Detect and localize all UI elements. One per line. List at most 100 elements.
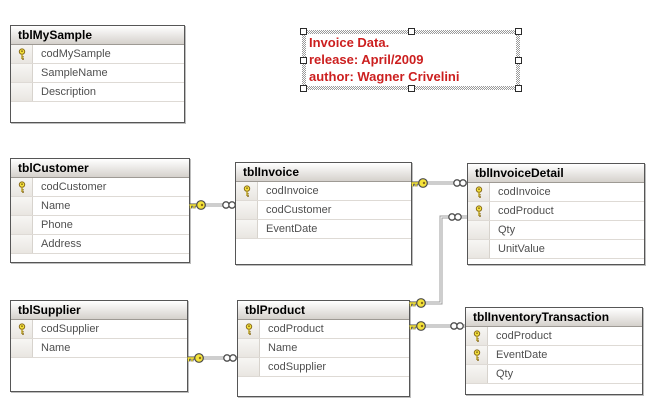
table-title[interactable]: tblCustomer [11, 159, 189, 178]
column-name: codSupplier [268, 361, 327, 373]
rel-invoice-invoicedetail[interactable] [411, 178, 468, 188]
rel-product-invoicedetail[interactable] [409, 213, 468, 308]
column-row-codSupplier[interactable]: codSupplier [11, 320, 187, 339]
key-icon [409, 298, 426, 308]
primary-key-icon [11, 320, 33, 338]
column-name: UnitValue [498, 243, 545, 255]
table-title[interactable]: tblMySample [11, 26, 184, 45]
selection-handle-top-left[interactable] [300, 28, 307, 35]
selection-handle-bottom-left[interactable] [300, 85, 307, 92]
column-name: Description [41, 86, 97, 98]
selection-handle-top-right[interactable] [515, 28, 522, 35]
rel-supplier-product[interactable] [187, 353, 238, 363]
infinity-icon [222, 201, 236, 209]
column-row-codCustomer[interactable]: codCustomer [11, 178, 189, 197]
column-row-Name[interactable]: Name [11, 339, 187, 358]
primary-key-icon [468, 183, 490, 201]
column-name: Address [41, 238, 82, 250]
column-row-Qty[interactable]: Qty [468, 221, 644, 240]
primary-key-icon [466, 327, 488, 345]
primary-key-icon [468, 202, 490, 220]
text-annotation[interactable]: Invoice Data. release: April/2009 author… [300, 28, 522, 92]
key-glyph [18, 180, 25, 193]
selection-handle-top-center[interactable] [408, 28, 415, 35]
column-row-Phone[interactable]: Phone [11, 216, 189, 235]
row-selector-cell [11, 64, 33, 82]
column-name: codProduct [498, 205, 554, 217]
row-selector-cell [11, 339, 33, 357]
annotation-line: Invoice Data. [309, 35, 390, 50]
column-name: codProduct [268, 323, 324, 335]
key-glyph [475, 185, 482, 198]
column-row-codInvoice[interactable]: codInvoice [236, 182, 411, 201]
column-row-codProduct[interactable]: codProduct [468, 202, 644, 221]
primary-key-icon [238, 320, 260, 338]
column-name: codCustomer [41, 181, 107, 193]
column-name: Phone [41, 219, 73, 231]
key-glyph [18, 322, 25, 335]
key-icon [189, 200, 206, 210]
column-name: codCustomer [266, 204, 332, 216]
column-row-codInvoice[interactable]: codInvoice [468, 183, 644, 202]
infinity-icon [453, 179, 467, 187]
column-row-codMySample[interactable]: codMySample [11, 45, 184, 64]
row-selector-cell [238, 339, 260, 357]
column-row-codProduct[interactable]: codProduct [238, 320, 409, 339]
key-icon [187, 353, 204, 363]
row-selector-cell [11, 235, 33, 253]
annotation-text: Invoice Data. release: April/2009 author… [306, 34, 516, 86]
rel-product-inventorytransaction[interactable] [409, 321, 466, 331]
column-row-Name[interactable]: Name [11, 197, 189, 216]
column-row-EventDate[interactable]: EventDate [236, 220, 411, 239]
column-name: EventDate [266, 223, 318, 235]
row-selector-cell [236, 220, 258, 238]
row-selector-cell [466, 365, 488, 383]
column-row-EventDate[interactable]: EventDate [466, 346, 642, 365]
row-selector-cell [238, 358, 260, 376]
table-title[interactable]: tblInventoryTransaction [466, 308, 642, 327]
column-row-Name[interactable]: Name [238, 339, 409, 358]
column-name: Qty [496, 368, 514, 380]
rel-customer-invoice[interactable] [189, 200, 236, 210]
column-row-codProduct[interactable]: codProduct [466, 327, 642, 346]
key-glyph [243, 184, 250, 197]
table-title[interactable]: tblInvoiceDetail [468, 164, 644, 183]
column-name: EventDate [496, 349, 548, 361]
selection-handle-mid-left[interactable] [300, 57, 307, 64]
infinity-icon [450, 322, 464, 330]
column-name: codInvoice [498, 186, 551, 198]
column-row-UnitValue[interactable]: UnitValue [468, 240, 644, 259]
column-name: codMySample [41, 48, 111, 60]
annotation-line: release: April/2009 [309, 52, 424, 67]
row-selector-cell [11, 83, 33, 101]
key-glyph [245, 322, 252, 335]
column-name: SampleName [41, 67, 108, 79]
column-row-codCustomer[interactable]: codCustomer [236, 201, 411, 220]
table-title[interactable]: tblSupplier [11, 301, 187, 320]
row-selector-cell [236, 201, 258, 219]
column-name: Name [41, 342, 71, 354]
column-row-codSupplier[interactable]: codSupplier [238, 358, 409, 377]
column-row-Qty[interactable]: Qty [466, 365, 642, 384]
selection-handle-bottom-center[interactable] [408, 85, 415, 92]
row-selector-cell [11, 216, 33, 234]
table-title[interactable]: tblInvoice [236, 163, 411, 182]
selection-handle-bottom-right[interactable] [515, 85, 522, 92]
selection-handle-mid-right[interactable] [515, 57, 522, 64]
table-title[interactable]: tblProduct [238, 301, 409, 320]
key-glyph [475, 204, 482, 217]
column-row-Address[interactable]: Address [11, 235, 189, 254]
column-name: Name [41, 200, 71, 212]
primary-key-icon [11, 45, 33, 63]
column-row-SampleName[interactable]: SampleName [11, 64, 184, 83]
column-row-Description[interactable]: Description [11, 83, 184, 102]
key-icon [411, 178, 428, 188]
